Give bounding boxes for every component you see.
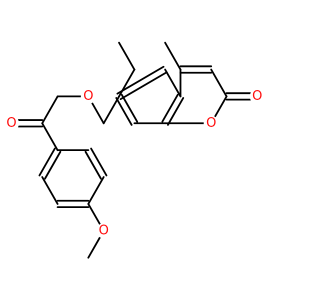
bond-double-2-b	[120, 93, 139, 123]
bond-single-26	[87, 203, 102, 226]
atom-o1: O	[203, 115, 219, 131]
bond-single-21	[41, 176, 59, 205]
bond-single-27	[87, 235, 102, 259]
bond-double-24-a	[90, 147, 108, 177]
bond-single-15	[210, 68, 228, 98]
atom-o_methoxy: O	[96, 223, 112, 239]
bond-single-13	[164, 41, 182, 71]
atom-o_methoxy-background	[96, 223, 112, 239]
atom-o_co: O	[4, 115, 20, 131]
bond-double-4-a	[166, 97, 185, 126]
bond-double-6-a	[116, 65, 165, 95]
bond-double-20-b	[44, 150, 62, 180]
bond-single-7	[102, 95, 120, 125]
bond-single-19	[41, 122, 59, 152]
bond-double-20-a	[38, 147, 56, 177]
atom-o1-label: O	[206, 116, 216, 131]
bond-single-5	[164, 68, 182, 98]
bond-single-0	[118, 41, 136, 71]
bond-double-6-b	[119, 71, 168, 101]
bonds-layer	[17, 41, 252, 259]
atom-o7-background	[80, 88, 96, 104]
bond-single-17	[213, 95, 228, 119]
bond-single-8	[90, 101, 105, 125]
atom-o_lactone_co-label: O	[252, 89, 262, 104]
bond-double-2-a	[115, 97, 133, 126]
bond-single-10	[41, 95, 59, 125]
bond-double-4-b	[161, 93, 179, 123]
bond-double-24-b	[84, 150, 102, 180]
atom-labels-layer: O O O O O	[4, 88, 265, 239]
atom-o_co-label: O	[6, 116, 16, 131]
atom-o7-label: O	[83, 89, 93, 104]
atom-o_lactone_co-background	[249, 88, 265, 104]
atom-o_methoxy-label: O	[99, 223, 109, 238]
bond-single-23	[87, 176, 105, 205]
atom-o_lactone_co: O	[249, 88, 265, 104]
atom-o7: O	[80, 88, 96, 104]
molecule-structure-diagram: O O O O O	[4, 41, 265, 259]
atom-o1-background	[203, 115, 219, 131]
atom-o_co-background	[4, 115, 20, 131]
